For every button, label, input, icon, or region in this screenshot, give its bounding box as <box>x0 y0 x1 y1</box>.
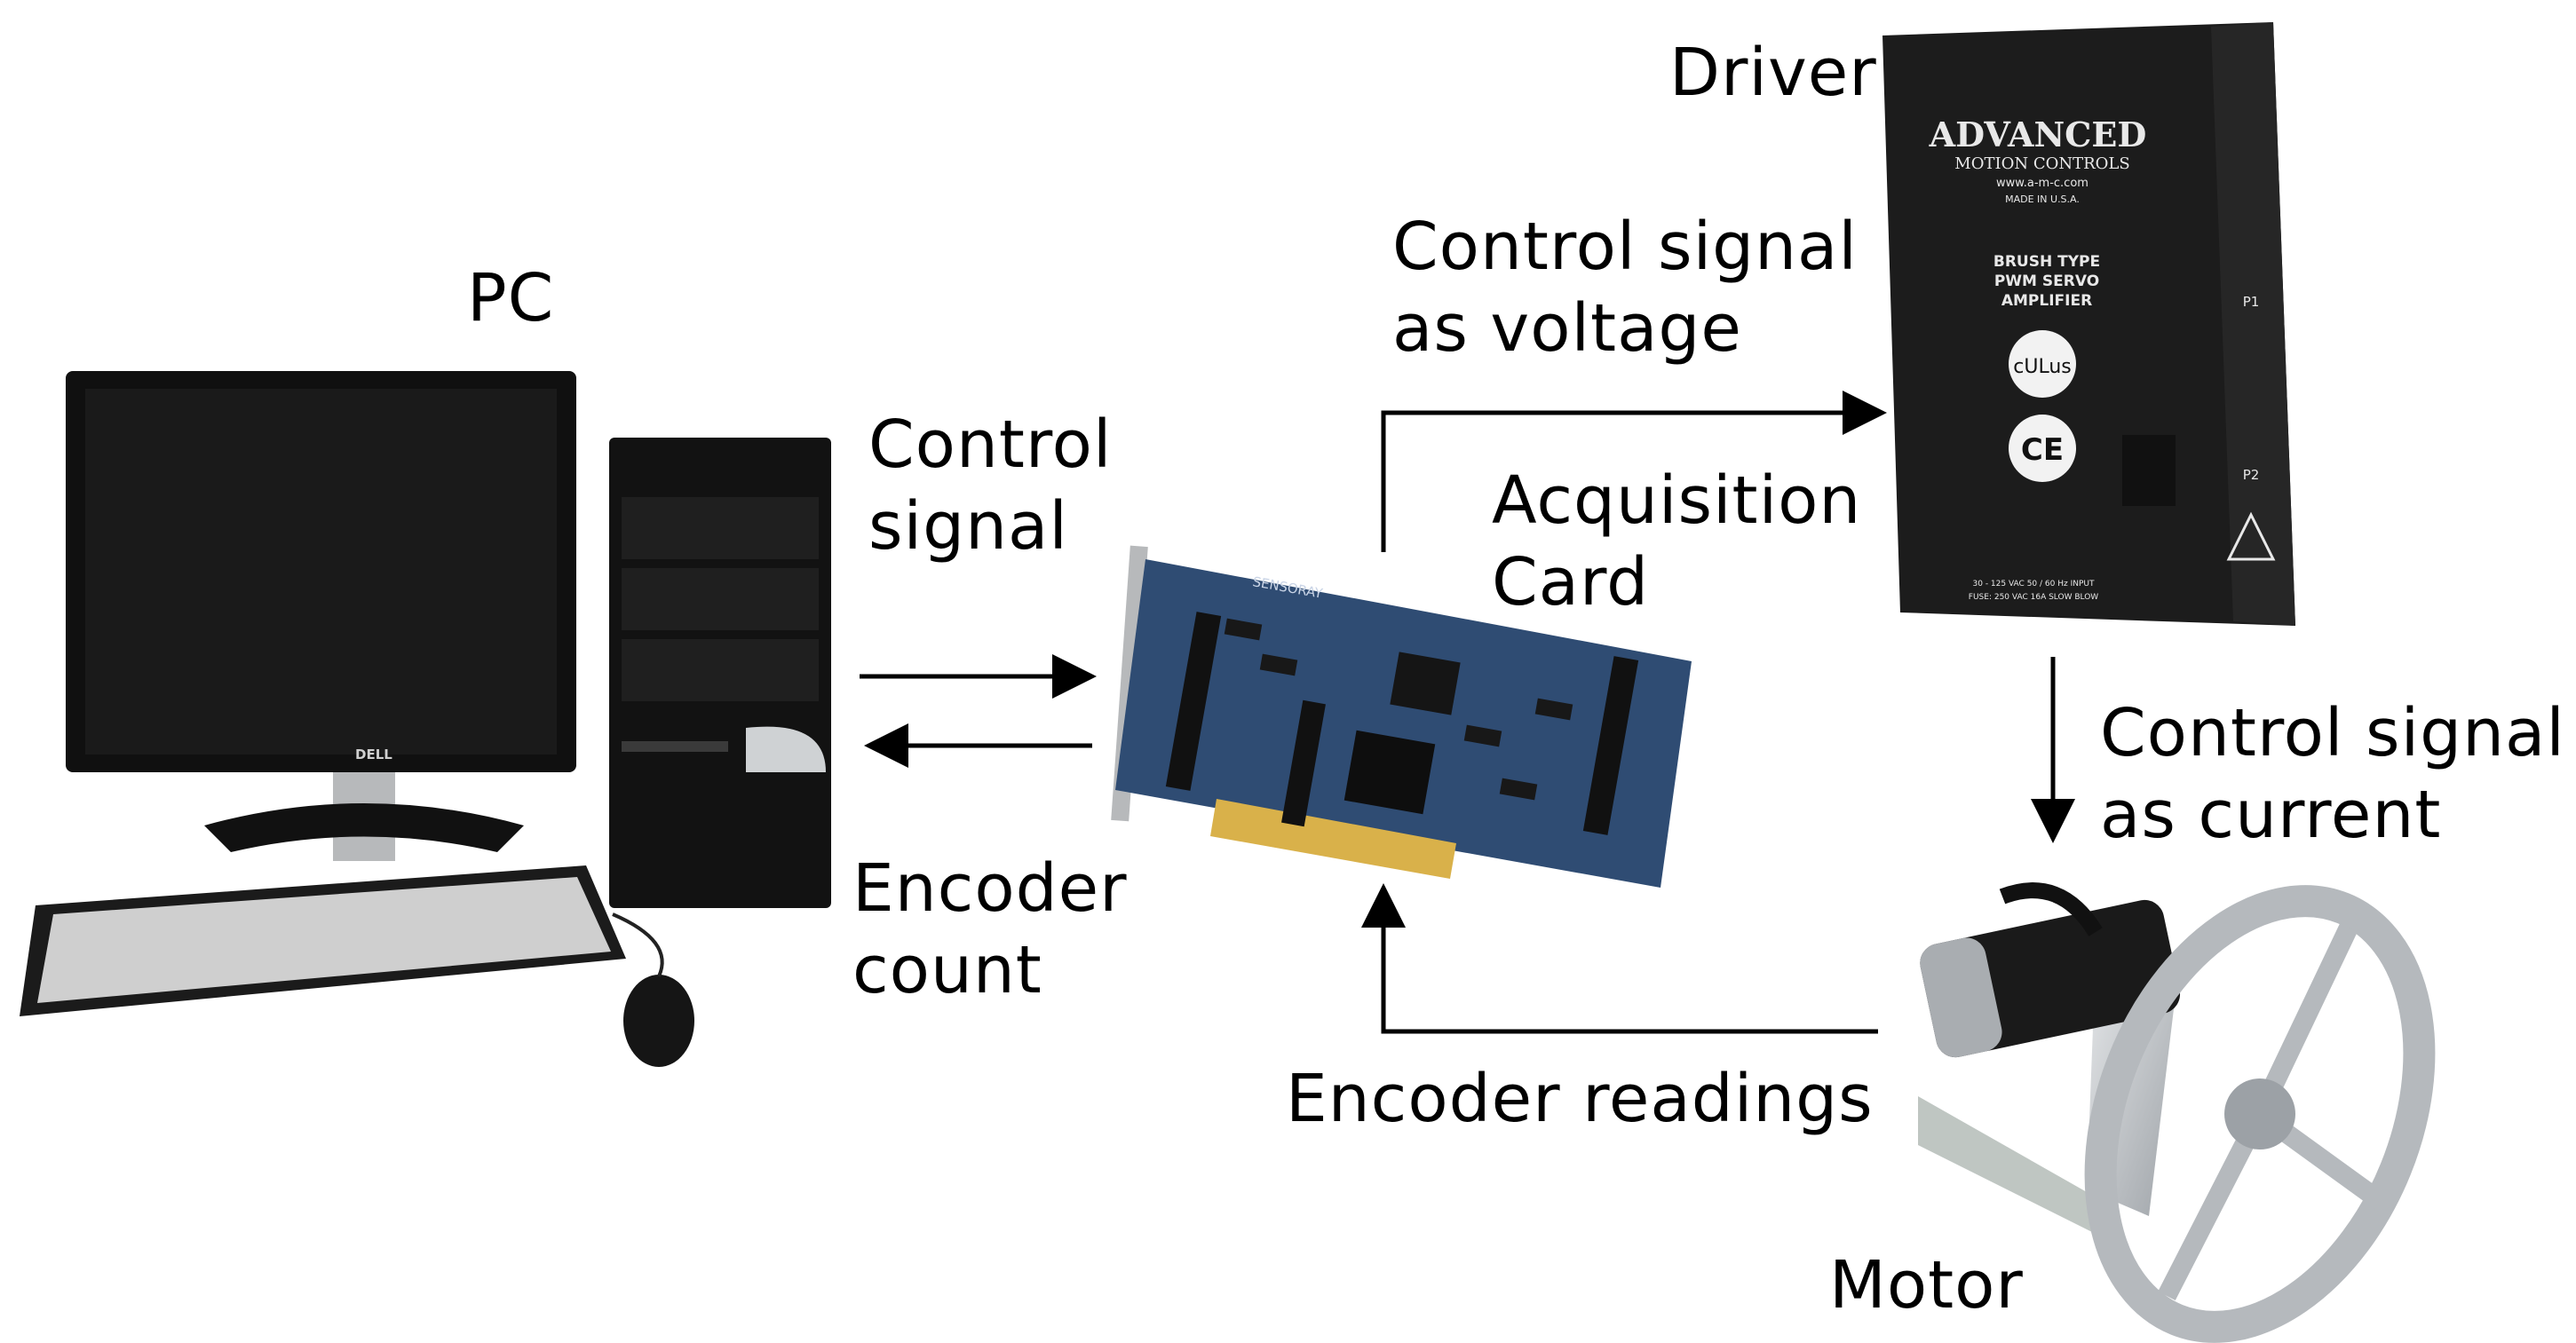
driver-brand-sub: MOTION CONTROLS <box>1954 154 2129 173</box>
driver-product-3: AMPLIFIER <box>2001 292 2092 310</box>
tower <box>609 438 831 908</box>
encoder-readings-label: Encoder readings <box>1286 1061 1874 1137</box>
arrow-control-voltage <box>1381 391 1887 552</box>
motor-label: Motor <box>1829 1247 2024 1323</box>
mouse <box>623 975 694 1067</box>
pc-label: PC <box>467 260 555 336</box>
motor-cable <box>1999 882 2103 936</box>
arrow-encoder-readings <box>1361 883 1878 1034</box>
handwheel <box>2084 885 2436 1343</box>
high-voltage-icon <box>2226 511 2276 561</box>
driver-website: www.a-m-c.com <box>1996 177 2089 190</box>
acquisition-card-label: Acquisition Card <box>1492 462 1862 620</box>
pcb-board <box>1115 559 1692 888</box>
pci-connector <box>1210 799 1456 879</box>
driver-product-2: PWM SERVO <box>1994 273 2099 290</box>
driver-fuse-spec: FUSE: 250 VAC 16A SLOW BLOW <box>1969 593 2098 602</box>
driver-input-spec: 30 - 125 VAC 50 / 60 Hz INPUT <box>1973 580 2095 589</box>
driver-illustration: ADVANCED MOTION CONTROLS www.a-m-c.com M… <box>1882 22 2295 626</box>
control-signal-label: Control signal <box>868 407 1113 565</box>
driver-brand: ADVANCED <box>1929 115 2147 154</box>
driver-connector <box>2122 435 2176 506</box>
acquisition-card-illustration: SENSORAY <box>1111 545 1692 888</box>
driver-port-2: P2 <box>2243 467 2260 483</box>
driver-label: Driver <box>1669 35 1877 111</box>
control-voltage-label: Control signal as voltage <box>1392 209 1858 367</box>
ul-mark-icon <box>2009 330 2076 398</box>
monitor: DELL <box>66 371 576 861</box>
signal-arrows <box>860 391 2075 1034</box>
driver-product-1: BRUSH TYPE <box>1993 253 2100 271</box>
motor-base <box>1918 1096 2113 1238</box>
ul-mark: cULus <box>2013 356 2071 378</box>
keyboard <box>20 865 626 1016</box>
pc-illustration: DELL <box>20 371 831 1067</box>
ce-mark: CE <box>2021 432 2064 468</box>
ce-mark-icon <box>2009 415 2076 482</box>
monitor-brand: DELL <box>355 747 392 762</box>
control-current-label: Control signal as current <box>2100 695 2565 853</box>
motor-illustration <box>1918 882 2436 1343</box>
driver-origin: MADE IN U.S.A. <box>2005 194 2080 205</box>
driver-port-1: P1 <box>2243 294 2260 310</box>
encoder-count-label: Encoder count <box>852 850 1128 1008</box>
